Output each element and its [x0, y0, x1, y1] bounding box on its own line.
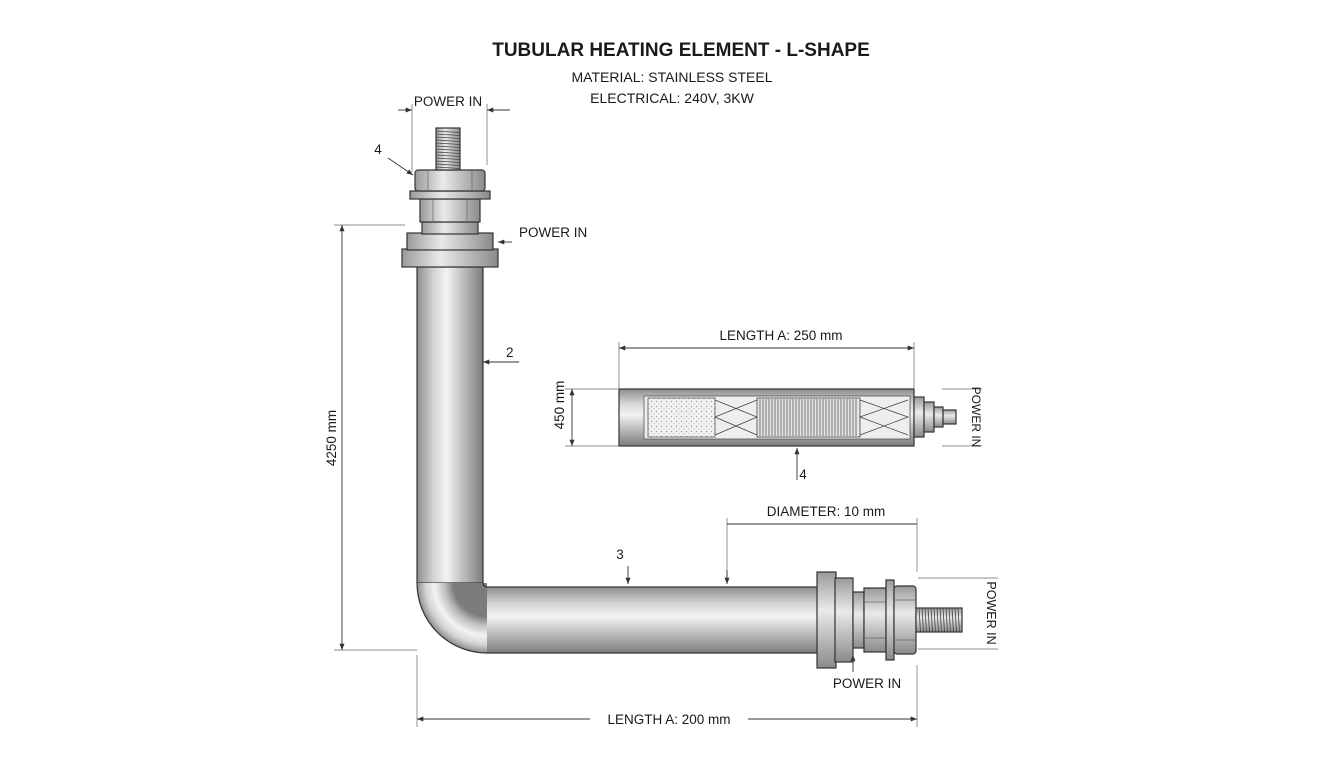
thread-line — [930, 607, 933, 633]
power-in-top-label: POWER IN — [414, 94, 482, 109]
callout-bend: 3 — [616, 547, 631, 584]
thread-line — [951, 607, 954, 633]
top-terminal — [401, 127, 499, 268]
section-end-cap — [913, 396, 925, 438]
top-nut-upper — [414, 169, 486, 192]
thread-line — [918, 607, 921, 633]
drawing-title: TUBULAR HEATING ELEMENT - L-SHAPE — [492, 40, 870, 61]
section-length-label: LENGTH A: 250 mm — [719, 328, 842, 343]
right-collar — [816, 571, 837, 669]
material-spec: MATERIAL: STAINLESS STEEL — [572, 69, 773, 85]
top-power-in-dimension: POWER IN — [398, 94, 510, 172]
top-plate — [409, 190, 491, 200]
insulation-powder — [647, 397, 716, 438]
thread-line — [435, 145, 461, 148]
thread-line — [435, 133, 461, 136]
bottom-power-in-leader: POWER IN — [833, 655, 901, 691]
section-view — [618, 388, 957, 447]
callout-bend-number: 3 — [616, 547, 624, 562]
thread-line — [933, 607, 936, 633]
resistance-coil — [756, 397, 861, 438]
callout-top-number: 4 — [374, 142, 382, 157]
thread-line — [948, 607, 951, 633]
vertical-tube-section — [416, 266, 484, 584]
thread-line — [957, 607, 960, 633]
right-flange — [834, 577, 854, 663]
power-in-bottom-label: POWER IN — [833, 676, 901, 691]
right-power-in-dimension: POWER IN — [918, 577, 998, 650]
thread-line — [939, 607, 942, 633]
thread-line — [435, 130, 461, 133]
callout-section-number: 4 — [799, 467, 807, 482]
section-power-in-dimension: POWER IN — [942, 387, 983, 448]
right-threaded-stud — [915, 607, 963, 633]
thread-line — [945, 607, 948, 633]
right-nut-outer — [893, 585, 917, 655]
thread-line — [954, 607, 957, 633]
thread-line — [435, 148, 461, 151]
top-collar — [401, 248, 499, 268]
section-stud — [933, 406, 944, 428]
horizontal-tube-section — [487, 587, 819, 653]
upper-power-in-leader: POWER IN — [498, 225, 587, 245]
top-flange — [406, 232, 494, 251]
thread-line — [435, 160, 461, 163]
vertical-height-label: 4250 mm — [324, 410, 339, 466]
thread-line — [435, 157, 461, 160]
diameter-dimension: DIAMETER: 10 mm — [724, 504, 918, 584]
section-height-label: 450 mm — [552, 381, 567, 430]
top-washer — [421, 221, 479, 235]
vertical-height-dimension: 4250 mm — [324, 224, 417, 651]
right-plate — [885, 579, 895, 661]
section-stud-tip — [942, 409, 957, 425]
thread-line — [435, 163, 461, 166]
connection-wires-right — [858, 399, 910, 436]
thread-line — [435, 151, 461, 154]
l-shaped-tube — [416, 266, 819, 654]
thread-line — [435, 142, 461, 145]
callout-top: 4 — [374, 142, 414, 176]
thread-line — [435, 136, 461, 139]
power-in-upper-label: POWER IN — [519, 225, 587, 240]
callout-section: 4 — [794, 448, 807, 482]
diameter-label: DIAMETER: 10 mm — [767, 504, 886, 519]
electrical-spec: ELECTRICAL: 240V, 3KW — [590, 90, 754, 106]
right-terminal — [816, 571, 963, 669]
callout-tube: 2 — [483, 345, 519, 365]
thread-line — [435, 166, 461, 169]
thread-line — [936, 607, 939, 633]
top-stud-threads — [435, 130, 461, 169]
power-in-right-label: POWER IN — [984, 581, 998, 644]
bottom-length-label: LENGTH A: 200 mm — [607, 712, 730, 727]
right-stud-threads — [918, 607, 960, 633]
thread-line — [942, 607, 945, 633]
section-nut — [923, 401, 935, 433]
thread-line — [927, 607, 930, 633]
bottom-length-dimension: LENGTH A: 200 mm — [416, 655, 918, 727]
tube-bend-fill — [417, 583, 487, 653]
coil-windings — [759, 399, 857, 436]
section-height-dimension: 450 mm — [552, 381, 619, 447]
thread-line — [921, 607, 924, 633]
thread-line — [435, 154, 461, 157]
power-in-section-label: POWER IN — [969, 387, 983, 448]
top-nut-lower — [419, 198, 481, 223]
right-nut-inner — [863, 587, 887, 653]
thread-line — [924, 607, 927, 633]
callout-tube-number: 2 — [506, 345, 514, 360]
right-washer — [852, 591, 865, 649]
thread-line — [435, 139, 461, 142]
section-length-dimension: LENGTH A: 250 mm — [618, 328, 915, 389]
